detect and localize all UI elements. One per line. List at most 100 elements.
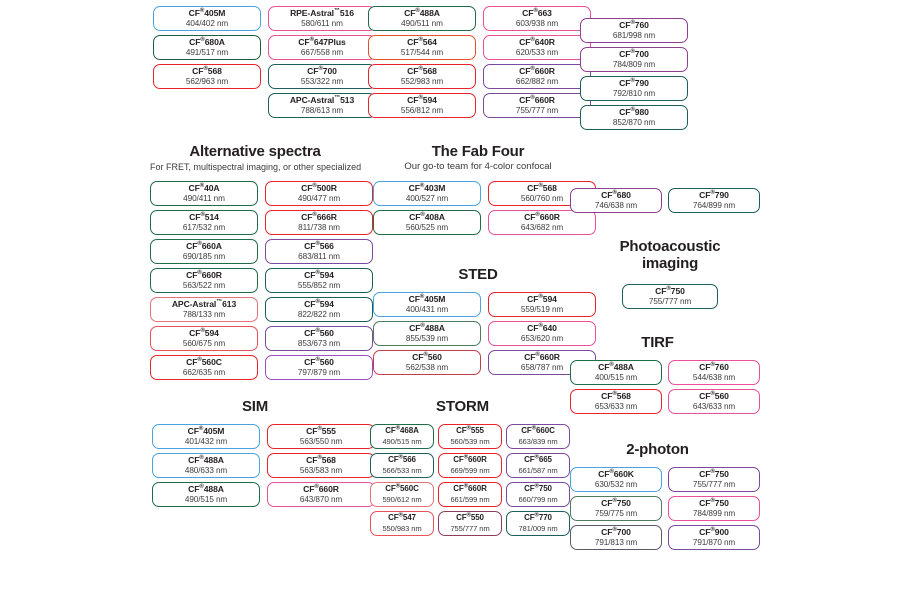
trademark-mark: ®	[535, 352, 540, 359]
dye-spectra: 559/519 nm	[520, 304, 564, 314]
dye-spectra: 552/983 nm	[400, 76, 444, 86]
dye-name: CF®980	[619, 107, 649, 117]
dye-name: CF®560C	[385, 483, 419, 493]
dye-spectra: 643/870 nm	[299, 494, 343, 504]
trademark-mark: ®	[317, 455, 322, 462]
trademark-mark: ®	[398, 454, 403, 461]
dye-name: CF®700	[619, 49, 649, 59]
group-alternative-spectra: Alternative spectra For FRET, multispect…	[150, 143, 373, 380]
dye-spectra: 617/532 nm	[182, 222, 226, 232]
dye-name: CF®660K	[598, 469, 634, 479]
dye-spectra: 822/822 nm	[297, 309, 341, 319]
dye-name: CF®547	[388, 512, 416, 522]
section-subtitle: For FRET, multispectral imaging, or othe…	[150, 162, 362, 172]
dye-spectra: 560/539 nm	[450, 436, 490, 446]
dye-name: CF®405M	[188, 8, 226, 18]
dye-name: CF®560C	[186, 357, 222, 367]
dye-spectra: 755/777 nm	[692, 479, 736, 489]
section-title: STORM	[436, 398, 489, 415]
trademark-mark: ®	[419, 294, 425, 301]
dye-name: CF®750	[699, 469, 729, 479]
trademark-mark: ®	[200, 212, 205, 219]
trademark-mark: ®	[199, 455, 204, 462]
